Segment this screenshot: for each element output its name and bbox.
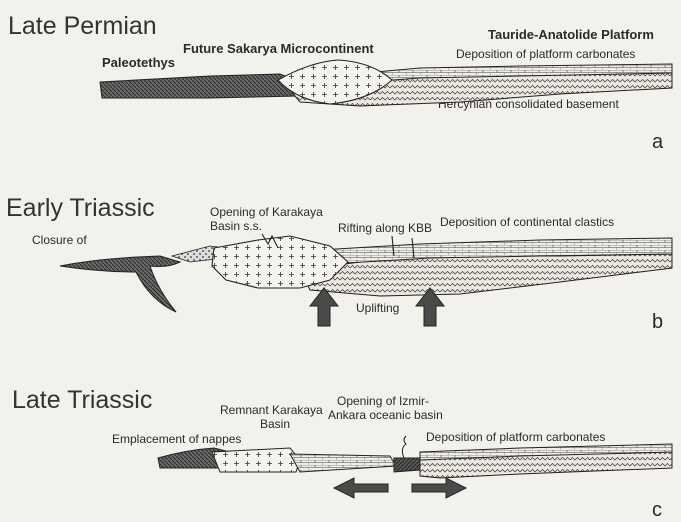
label-continental-clastics: Deposition of continental clastics: [440, 215, 614, 229]
extension-arrow-right: [412, 478, 466, 498]
uplift-arrow-left: [310, 288, 338, 326]
label-platform-carbonates-c: Deposition of platform carbonates: [426, 430, 605, 444]
label-tauride-anatolide: Tauride-Anatolide Platform: [488, 27, 654, 42]
panel-a-title: Late Permian: [8, 12, 157, 40]
panel-c-title: Late Triassic: [12, 386, 152, 414]
label-platform-carbonates-a: Deposition of platform carbonates: [456, 47, 635, 61]
izmir-ankara-basin-c: [394, 458, 420, 472]
label-basin-ss: Basin s.s.: [210, 219, 262, 233]
label-opening-izmir: Opening of Izmir-: [337, 394, 429, 408]
panel-b: Early Triassic Closure of Opening of Kar…: [6, 194, 672, 333]
label-rifting-kbb: Rifting along KBB: [338, 221, 432, 235]
volcanic-vent-c: [402, 436, 406, 458]
label-remnant-basin: Basin: [260, 417, 290, 431]
extension-arrow-left: [334, 478, 388, 498]
subducting-slab-b: [60, 256, 180, 312]
panel-a: Late Permian Paleotethys Future Sakarya …: [8, 12, 672, 153]
remnant-basin-c: [212, 448, 300, 472]
panel-b-title: Early Triassic: [6, 194, 155, 222]
label-ankara-basin: Ankara oceanic basin: [328, 408, 443, 422]
panel-c: Late Triassic Remnant Karakaya Basin Ope…: [12, 386, 672, 521]
label-uplifting: Uplifting: [356, 301, 399, 315]
panel-c-letter: c: [652, 499, 662, 521]
label-remnant-karakaya: Remnant Karakaya: [220, 403, 323, 417]
label-future-sakarya: Future Sakarya Microcontinent: [183, 41, 374, 56]
panel-a-letter: a: [652, 131, 664, 153]
panel-b-letter: b: [652, 311, 663, 333]
label-paleotethys: Paleotethys: [102, 55, 175, 70]
platform-strip-c-left: [290, 454, 396, 472]
paleotethys-crust: [100, 74, 300, 98]
label-opening-karakaya: Opening of Karakaya: [210, 205, 323, 219]
label-emplacement-nappes: Emplacement of nappes: [112, 432, 241, 446]
sakarya-block-b: [212, 236, 348, 288]
label-closure-of: Closure of: [32, 233, 87, 247]
